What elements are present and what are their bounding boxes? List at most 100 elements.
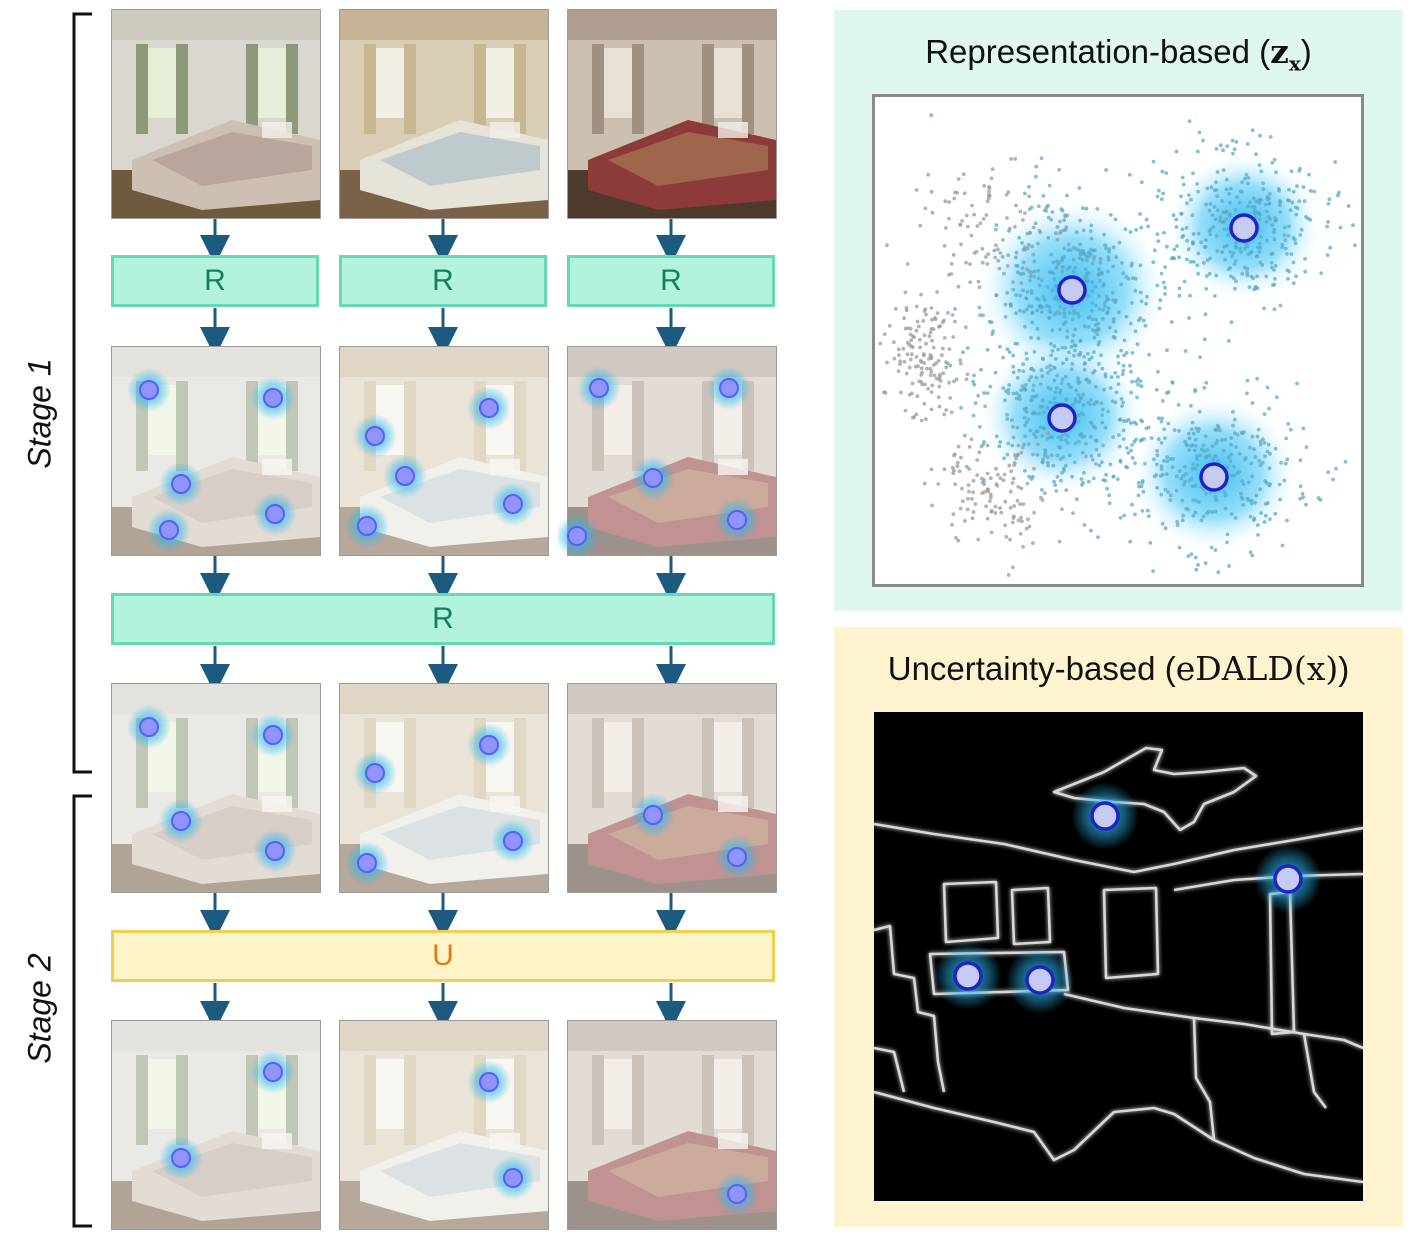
- embedding-point: [1059, 381, 1064, 385]
- embedding-point: [1183, 479, 1188, 484]
- embedding-point: [1072, 311, 1077, 316]
- representation-title-subscript: x: [1288, 51, 1301, 76]
- embedding-point: [1338, 225, 1343, 230]
- embedding-point: [1017, 368, 1022, 373]
- embedding-point: [1023, 324, 1027, 329]
- embedding-point: [1159, 467, 1164, 471]
- embedding-point: [1019, 281, 1024, 285]
- embedding-point: [960, 486, 964, 491]
- embedding-point: [1095, 332, 1100, 336]
- embedding-point: [938, 372, 942, 377]
- embedding-point: [1283, 246, 1288, 251]
- embedding-point: [1250, 205, 1255, 209]
- embedding-point: [1087, 357, 1092, 362]
- embedding-point: [1121, 271, 1126, 275]
- embedding-point: [1175, 520, 1180, 524]
- embedding-point: [1050, 210, 1055, 214]
- embedding-point: [955, 460, 960, 465]
- embedding-point: [1179, 194, 1183, 199]
- embedding-point: [964, 377, 969, 382]
- embedding-point: [1079, 396, 1083, 400]
- embedding-point: [1133, 461, 1137, 466]
- embedding-point: [951, 512, 956, 517]
- embedding-point: [1052, 366, 1057, 370]
- embedding-point: [1049, 453, 1054, 457]
- embedding-point: [1087, 379, 1092, 384]
- embedding-point: [1089, 223, 1094, 228]
- representation-title: Representation-based (zx): [834, 32, 1403, 76]
- embedding-point: [1258, 439, 1263, 444]
- embedding-point: [1245, 273, 1250, 278]
- embedding-point: [1220, 250, 1225, 254]
- embedding-point: [1154, 462, 1159, 467]
- selected-points-r3-c2: [345, 723, 535, 885]
- selected-point: [139, 380, 159, 400]
- embedding-point: [951, 335, 956, 339]
- embedding-point: [1208, 256, 1213, 261]
- embedding-point: [904, 306, 909, 310]
- embedding-point: [930, 503, 934, 508]
- embedding-point: [1238, 189, 1243, 194]
- embedding-point: [946, 310, 950, 315]
- uncertainty-title-symbol: eDALD(x): [1175, 649, 1339, 688]
- embedding-point: [1234, 445, 1238, 449]
- embedding-point: [1190, 420, 1195, 425]
- embedding-point: [1089, 247, 1093, 252]
- selected-point: [395, 466, 415, 486]
- embedding-point: [956, 444, 961, 449]
- embedding-point: [1023, 388, 1027, 392]
- embedding-point: [973, 401, 978, 405]
- embedding-point: [943, 199, 948, 204]
- embedding-point: [1130, 443, 1134, 447]
- embedding-point: [1042, 297, 1047, 302]
- embedding-point: [1061, 265, 1066, 270]
- embedding-point: [964, 464, 969, 469]
- embedding-point: [1014, 250, 1019, 255]
- embedding-point: [1227, 339, 1231, 343]
- representation-panel: Representation-based (zx): [834, 10, 1403, 611]
- embedding-point: [1090, 261, 1095, 266]
- embedding-point: [1258, 463, 1263, 468]
- embedding-point: [1111, 264, 1115, 269]
- embedding-point: [1165, 459, 1170, 464]
- selected-point: [503, 831, 523, 851]
- embedding-point: [1084, 279, 1089, 284]
- embedding-point: [1092, 350, 1096, 354]
- embedding-point: [1193, 498, 1198, 503]
- embedding-point: [1300, 491, 1305, 496]
- embedding-point: [931, 345, 936, 350]
- embedding-point: [905, 340, 910, 345]
- embedding-point: [1243, 246, 1247, 251]
- embedding-point: [1064, 397, 1069, 402]
- embedding-point: [1181, 513, 1185, 518]
- embedding-point: [1077, 439, 1081, 444]
- embedding-point: [1073, 327, 1078, 332]
- embedding-point: [953, 319, 957, 324]
- embedding-point: [1273, 446, 1278, 451]
- embedding-point: [1031, 225, 1036, 230]
- embedding-point: [1009, 304, 1013, 308]
- embedding-point: [1158, 474, 1163, 478]
- embedding-point: [1052, 479, 1056, 484]
- embedding-point: [1014, 391, 1019, 396]
- embedding-point: [1268, 482, 1272, 487]
- embedding-point: [984, 255, 988, 259]
- embedding-point: [981, 313, 985, 318]
- embedding-point: [1031, 432, 1036, 437]
- embedding-point: [1229, 274, 1233, 279]
- embedding-point: [1235, 471, 1240, 475]
- embedding-point: [1030, 474, 1035, 479]
- embedding-point: [1091, 476, 1096, 481]
- embedding-point: [1195, 457, 1199, 461]
- embedding-point: [1094, 317, 1098, 322]
- selected-points-r4-c1: [159, 1050, 295, 1180]
- embedding-point: [1166, 421, 1171, 426]
- embedding-point: [1058, 390, 1062, 395]
- embedding-point: [952, 379, 956, 384]
- embedding-point: [1249, 461, 1254, 466]
- embedding-point: [1272, 227, 1277, 232]
- embedding-point: [1186, 554, 1191, 558]
- embedding-point: [1021, 502, 1026, 506]
- embedding-point: [1204, 202, 1208, 207]
- embedding-point: [1155, 194, 1160, 199]
